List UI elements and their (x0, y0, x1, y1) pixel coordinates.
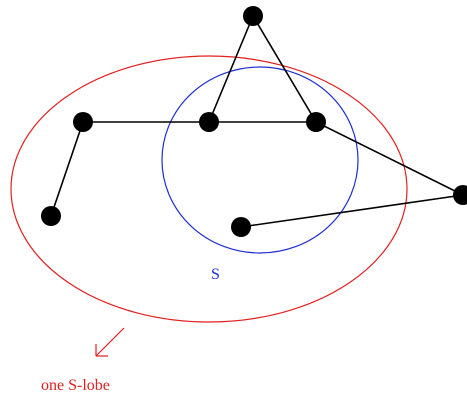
edge-d-f (315, 121, 464, 196)
node-a (73, 112, 93, 132)
pointer-arrow-icon (95, 327, 125, 357)
edge-e-d (252, 15, 317, 123)
node-b (41, 206, 61, 226)
set-s-circle (161, 66, 359, 254)
set-s-label: S (211, 266, 220, 283)
s-lobe-ellipse (10, 55, 408, 323)
s-lobe-label: one S-lobe (41, 377, 110, 394)
node-c (199, 112, 219, 132)
edge-e-c (208, 15, 254, 123)
node-g (231, 217, 251, 237)
node-e (243, 6, 263, 26)
edge-a-b (50, 121, 84, 217)
nodes (41, 6, 467, 237)
node-f (453, 185, 467, 205)
node-d (306, 112, 326, 132)
edge-g-f (240, 194, 464, 228)
edges (50, 15, 464, 228)
